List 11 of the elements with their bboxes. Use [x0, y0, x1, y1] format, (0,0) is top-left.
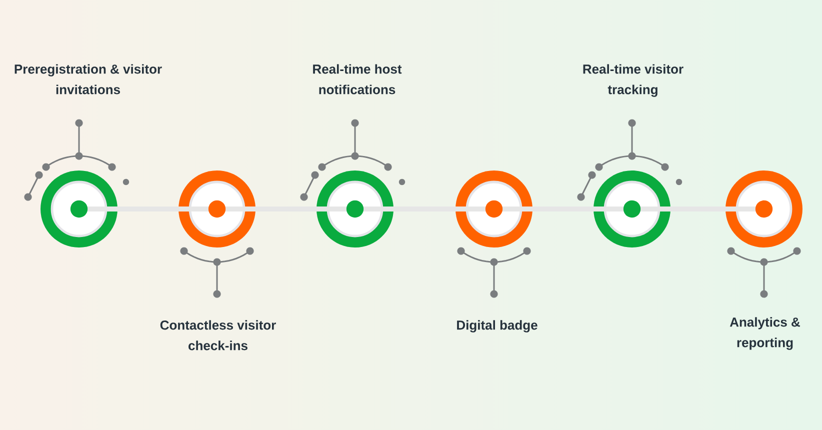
step-label: Contactless visitor check-ins	[160, 320, 276, 350]
connector-line	[256, 206, 316, 212]
connector-line	[394, 206, 456, 212]
step-label: Real-time visitor tracking	[583, 64, 684, 97]
connector-line	[670, 206, 726, 212]
connector-line	[118, 206, 178, 212]
connector-line	[532, 206, 594, 212]
step-label: Real-time host notifications	[313, 64, 402, 94]
step-label: Analytics & reporting	[730, 317, 800, 350]
step-label: Preregistration & visitor invitations	[14, 64, 162, 94]
step-label: Digital badge	[457, 320, 538, 332]
